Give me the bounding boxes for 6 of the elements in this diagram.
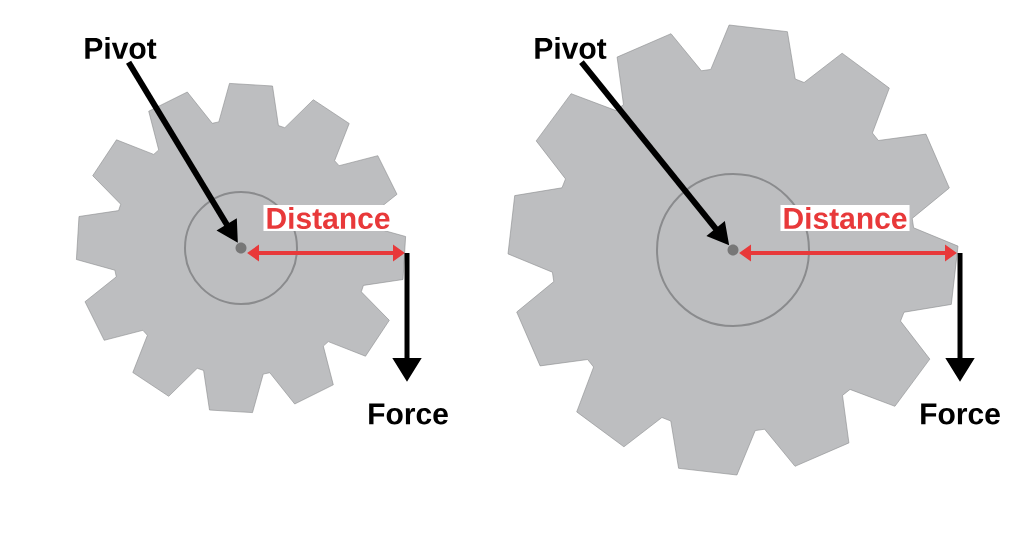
pivot-label: Pivot	[85, 37, 157, 59]
distance-label: Distance	[263, 205, 393, 231]
pivot-label: Pivot	[535, 37, 607, 59]
distance-label: Distance	[780, 205, 910, 231]
force-label: Force	[921, 403, 1000, 425]
force-label: Force	[369, 403, 448, 425]
